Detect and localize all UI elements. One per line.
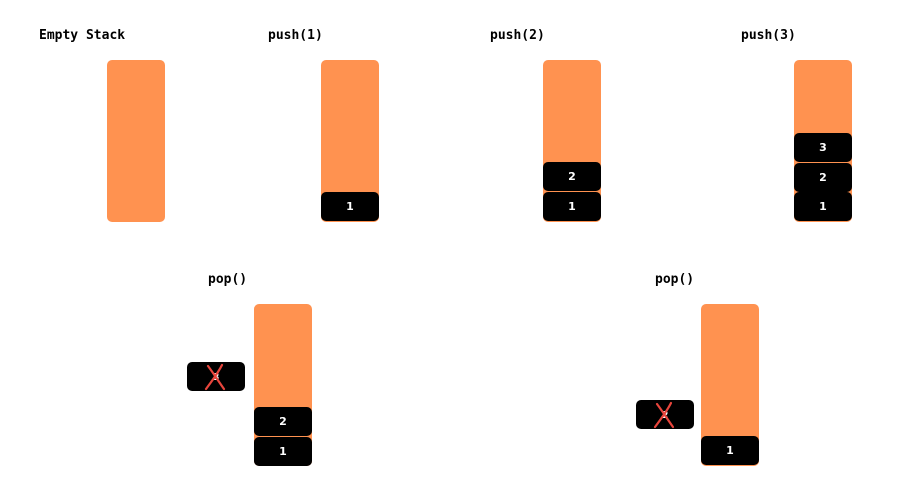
frame-label-pop-2: pop() [655, 272, 695, 287]
frame-label-push-3: push(3) [741, 28, 796, 43]
frame-label-pop-1: pop() [208, 272, 248, 287]
stack-element: 2 [254, 407, 312, 436]
cross-out-icon: 3 [204, 363, 226, 391]
frame-label-push-1: push(1) [268, 28, 323, 43]
popped-element: 3 [187, 362, 245, 391]
frame-label-push-2: push(2) [490, 28, 545, 43]
stack-element: 1 [321, 192, 379, 221]
stack-element: 3 [794, 133, 852, 162]
frame-label-empty-stack: Empty Stack [39, 28, 126, 43]
stack-container [107, 60, 165, 222]
stack-element: 1 [794, 192, 852, 221]
stack-element: 1 [254, 437, 312, 466]
stack-element: 1 [543, 192, 601, 221]
stack-element: 1 [701, 436, 759, 465]
stack-element: 2 [794, 163, 852, 192]
stack-element: 2 [543, 162, 601, 191]
popped-element: 2 [636, 400, 694, 429]
cross-out-icon: 2 [653, 401, 675, 429]
